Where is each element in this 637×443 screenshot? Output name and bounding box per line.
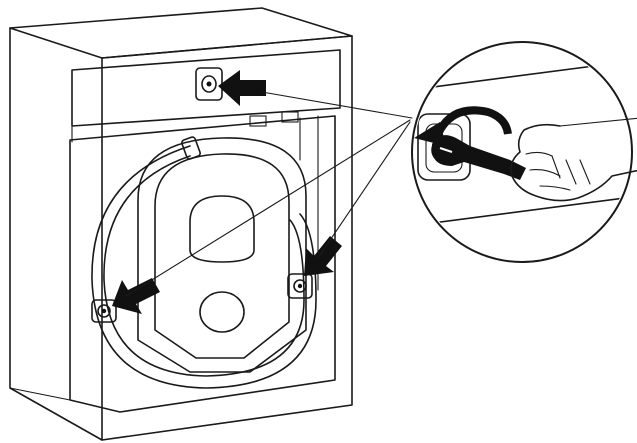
wrench-icon xyxy=(432,135,526,180)
machine-cabinet xyxy=(9,7,353,441)
hand xyxy=(510,117,637,202)
pointer-arrow-icon xyxy=(112,70,342,314)
detail-inset xyxy=(411,41,633,263)
drain-hose xyxy=(91,136,317,389)
bottom-right-transit-bolt xyxy=(287,273,313,299)
rotation-arrow-icon xyxy=(414,106,512,146)
bottom-left-transit-bolt xyxy=(91,299,117,323)
top-transit-bolt xyxy=(195,67,223,101)
rear-drum-cover xyxy=(137,137,307,373)
leader-lines xyxy=(125,91,413,297)
